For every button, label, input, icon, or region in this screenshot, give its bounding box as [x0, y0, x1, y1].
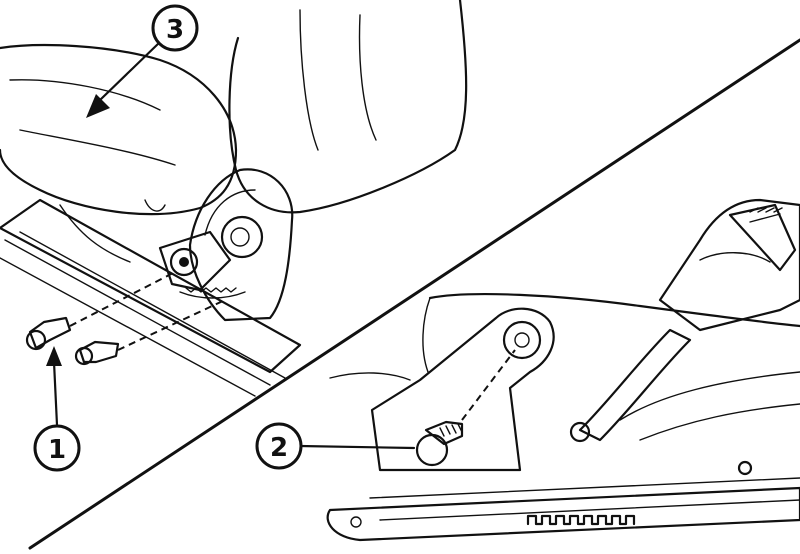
- belt-buckle: [658, 198, 800, 332]
- rear-bracket: [370, 307, 555, 472]
- seat-back: [228, 0, 468, 214]
- hinge-bracket: [188, 168, 294, 322]
- pivot-knob: [220, 215, 264, 259]
- callout-2-leader: [298, 444, 416, 450]
- seat-cushion: [0, 44, 238, 216]
- bracket-hole: [502, 320, 542, 360]
- right-view: [298, 198, 800, 542]
- callout-2-label: 2: [270, 433, 288, 463]
- view-divider-line: [28, 38, 800, 550]
- callout-1-label: 1: [48, 435, 66, 465]
- callout-2: 2: [255, 422, 303, 470]
- left-seat-track: [0, 198, 302, 374]
- callout-1-leader: [52, 360, 59, 427]
- left-view: [0, 0, 468, 427]
- front-bolt-left: [25, 316, 72, 351]
- track-teeth: [526, 514, 636, 526]
- callout-3-leader: [98, 40, 162, 102]
- callout-3-label: 3: [166, 15, 184, 45]
- callout-1: 1: [33, 424, 81, 472]
- front-bolt-right: [74, 340, 120, 366]
- hinge-pivot: [169, 247, 199, 277]
- callout-3: 3: [151, 4, 199, 52]
- right-seat-track: [326, 486, 800, 542]
- rear-bolt: [415, 420, 464, 467]
- belt-stalk: [578, 328, 692, 442]
